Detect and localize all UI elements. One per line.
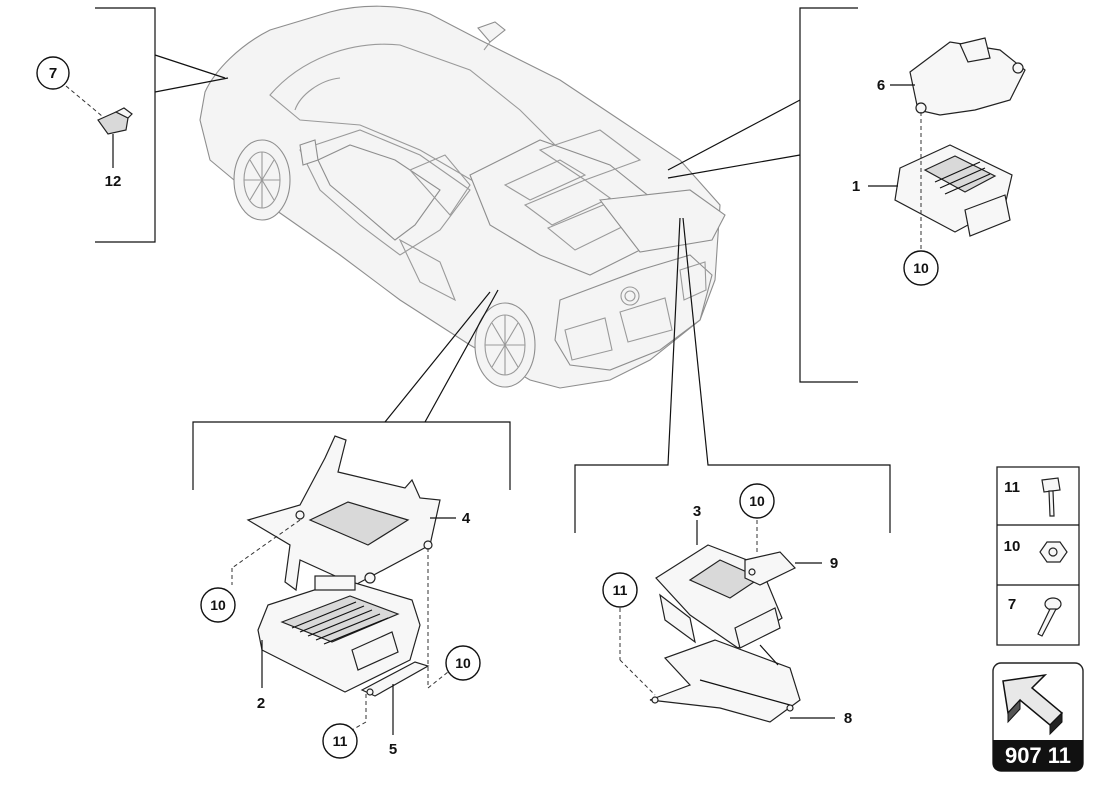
svg-text:10: 10 (913, 260, 929, 276)
bolt-icon (1041, 477, 1061, 517)
part-1-control-unit (894, 144, 1013, 237)
legend-number-7: 7 (1008, 596, 1016, 613)
callout-10-top: 10 (903, 250, 939, 286)
callout-11-left: 11 (322, 723, 358, 759)
bracket-right-lower (574, 217, 891, 533)
svg-text:10: 10 (210, 597, 226, 613)
callout-10-left-lower: 10 (445, 645, 481, 681)
label-part-2: 2 (257, 695, 265, 712)
label-part-4: 4 (462, 510, 471, 527)
reference-box: 907 11 (992, 662, 1084, 772)
screw-icon (1037, 597, 1062, 637)
label-part-9: 9 (830, 555, 838, 572)
legend-number-10: 10 (1004, 538, 1021, 555)
svg-text:7: 7 (49, 65, 57, 82)
nut-icon (1039, 541, 1068, 563)
part-9-bracket (744, 551, 796, 586)
part-8-plate (649, 639, 801, 723)
part-5-strip (360, 661, 430, 697)
reference-code: 907 11 (1005, 743, 1071, 768)
legend-number-11: 11 (1004, 479, 1020, 496)
label-part-8: 8 (844, 710, 852, 727)
svg-text:11: 11 (613, 582, 628, 598)
label-part-1: 1 (852, 178, 860, 195)
part-12-sensor (97, 107, 133, 168)
svg-text:10: 10 (455, 655, 471, 671)
car-illustration (199, 5, 726, 389)
bracket-top-left (95, 7, 229, 243)
part-2-control-unit (257, 572, 421, 693)
label-part-3: 3 (693, 503, 701, 520)
part-4-bracket (246, 435, 441, 592)
svg-text:10: 10 (749, 493, 765, 509)
callout-10-right: 10 (739, 483, 775, 519)
callout-10-left: 10 (200, 587, 236, 623)
svg-text:11: 11 (333, 733, 348, 749)
part-6-bracket (909, 37, 1026, 116)
callout-7: 7 (36, 56, 70, 90)
label-part-5: 5 (389, 741, 397, 758)
bracket-top-right (667, 7, 858, 383)
callout-11-right: 11 (602, 572, 638, 608)
direction-arrow-icon (1002, 673, 1064, 736)
label-part-6: 6 (877, 77, 885, 94)
fastener-legend: 11 10 7 (996, 466, 1080, 646)
bracket-left-lower (192, 289, 511, 490)
label-part-12: 12 (105, 173, 122, 190)
